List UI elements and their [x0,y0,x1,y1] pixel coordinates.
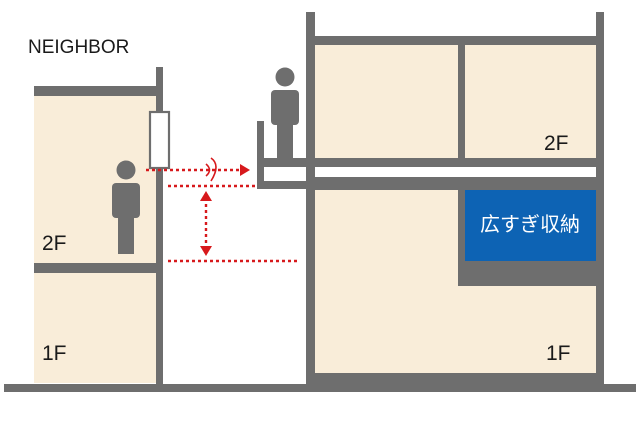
house-1f-floor-slab [306,373,604,387]
eye-icon [205,157,217,182]
neighbor-house: NEIGHBOR 2F 1F [28,37,171,385]
sight-arrowhead-icon [240,164,250,176]
neighbor-1f-label: 1F [42,342,67,365]
ground-line [4,384,636,392]
house-2f-floor-slab [260,158,604,167]
storage-block [465,190,596,261]
house-left-wall [306,12,315,387]
height-arrow-down-icon [200,246,212,256]
sightline-annotation [146,157,300,263]
house-1f-label: 1F [546,342,571,365]
house-2f-room-left [315,45,458,158]
balcony-floor [257,181,315,189]
balcony-person-icon [271,67,299,164]
neighbor-floor-slab [34,263,162,273]
balcony-rail [257,121,264,188]
neighbor-roof-slab [34,86,162,96]
neighbor-2f-room [34,96,156,263]
neighbor-wall [156,67,163,385]
neighbor-window [148,110,171,170]
house-2f-label: 2F [544,132,569,155]
height-arrow-up-icon [200,191,212,201]
storage-label: 広すぎ収納 [480,212,580,236]
neighbor-person-icon [112,160,140,254]
main-house: 広すぎ収納 2F 1F [257,12,604,387]
neighbor-label: NEIGHBOR [28,37,129,58]
neighbor-2f-label: 2F [42,232,67,255]
house-2f-room-right [465,45,596,158]
neighbor-1f-room [34,273,156,383]
house-roof-slab [306,36,604,45]
house-2f-partition [458,45,465,158]
